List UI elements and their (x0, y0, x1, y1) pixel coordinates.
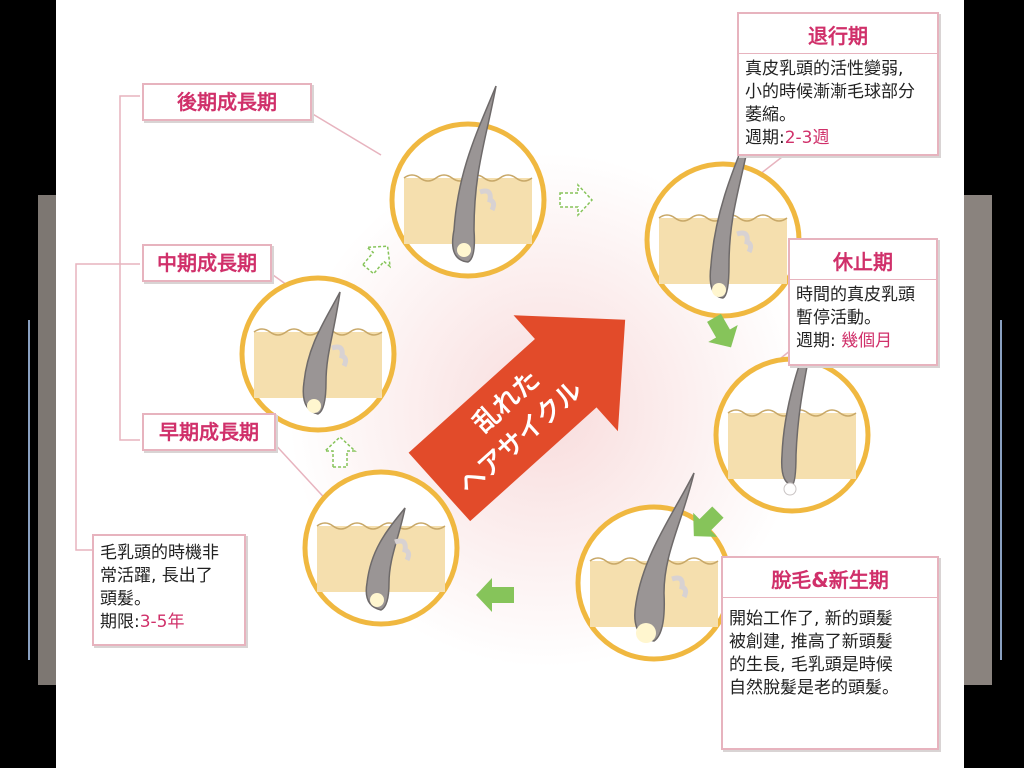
arrow-mid-to-late (361, 245, 392, 275)
arrow-late-to-regression (559, 183, 594, 217)
stage-circle-late-growth (392, 85, 544, 276)
stage-circle-regression (647, 119, 799, 316)
label-late-growth: 後期成長期 (142, 83, 312, 121)
growth-note-period-value: 3-5年 (139, 612, 185, 632)
regression-period-label: 週期: (745, 128, 785, 148)
regression-line-1: 真皮乳頭的活性變弱, (745, 59, 904, 79)
resting-info-box: 休止期 時間的真皮乳頭 暫停活動。 週期: 幾個月 (788, 238, 938, 366)
label-early-growth: 早期成長期 (142, 413, 276, 451)
resting-period-label: 週期: (796, 331, 842, 351)
regression-title: 退行期 (739, 14, 937, 54)
label-mid-growth: 中期成長期 (142, 244, 272, 282)
frame-line-right (1000, 320, 1002, 660)
stage-circle-shedding (578, 472, 730, 659)
regression-line-2: 小的時候漸漸毛球部分 (745, 82, 915, 102)
arrow-early-to-mid (323, 435, 357, 468)
growth-note-period-label: 期限: (100, 612, 140, 632)
growth-note-line-1: 毛乳頭的時機非 (100, 543, 219, 563)
hair-cycle-diagram: 乱れた ヘアサイクル 後期成長期 中期成長期 早期成長期 退行期 真皮乳頭的活性… (56, 0, 964, 768)
background-photo-right (964, 195, 992, 685)
arrow-resting-to-shedding (693, 506, 724, 537)
background-photo-left (38, 195, 58, 685)
growth-note-line-2: 常活躍, 長出了 (100, 566, 213, 586)
stage-circle-mid-growth (242, 278, 394, 430)
resting-title: 休止期 (790, 240, 936, 280)
arrow-regression-to-resting (707, 313, 738, 348)
stage-circle-early-growth (305, 472, 457, 624)
regression-period-value: 2-3週 (784, 128, 830, 148)
resting-line-2: 暫停活動。 (796, 308, 881, 328)
arrow-shedding-to-early (476, 578, 514, 612)
growth-note-line-3: 頭髮。 (100, 589, 151, 609)
regression-line-3: 萎縮。 (745, 105, 796, 125)
resting-line-1: 時間的真皮乳頭 (796, 285, 915, 305)
shedding-line-4: 自然脫髮是老的頭髮。 (729, 678, 899, 698)
shedding-line-1: 開始工作了, 新的頭髮 (729, 609, 893, 629)
shedding-line-3: 的生長, 毛乳頭是時候 (729, 655, 893, 675)
growth-note-box: 毛乳頭的時機非 常活躍, 長出了 頭髮。 期限:3-5年 (92, 534, 246, 646)
shedding-title: 脫毛&新生期 (723, 558, 937, 598)
frame-line-left (28, 320, 30, 660)
resting-period-value: 幾個月 (841, 331, 893, 351)
regression-info-box: 退行期 真皮乳頭的活性變弱, 小的時候漸漸毛球部分 萎縮。 週期:2-3週 (737, 12, 939, 156)
shedding-info-box: 脫毛&新生期 開始工作了, 新的頭髮 被創建, 推高了新頭髮 的生長, 毛乳頭是… (721, 556, 939, 750)
shedding-line-2: 被創建, 推高了新頭髮 (729, 632, 893, 652)
